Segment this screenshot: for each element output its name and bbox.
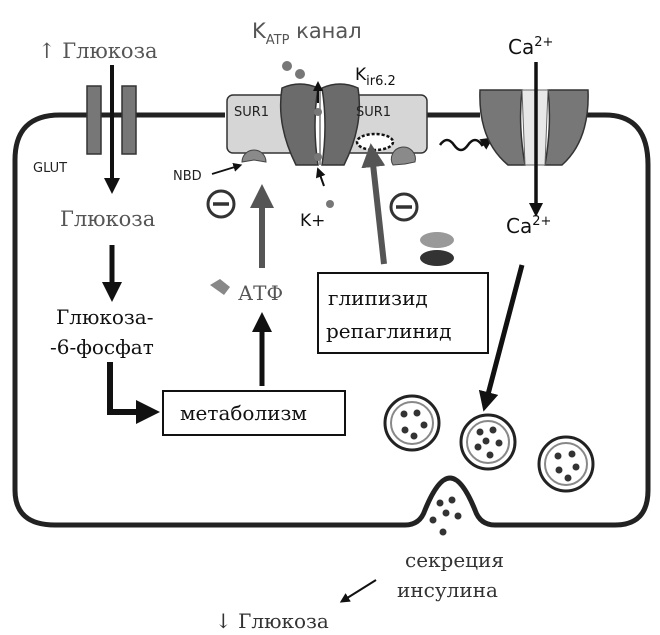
secretion-label-line1: секреция [405,548,504,572]
secretion-label-line2: инсулина [397,578,498,602]
g6p-to-metabolism-arrow [110,362,148,412]
sulfonylurea-binding-site [357,134,393,150]
drug-pill-dark [420,250,454,266]
g6p-label-line1: Глюкоза- [56,305,154,329]
drug-to-sur1-arrow [372,155,384,264]
insulin-vesicle [461,415,515,469]
k-plus-label: K+ [300,211,325,231]
atp-label: АТФ [238,281,283,305]
ca-top-label: Ca2+ [508,35,553,59]
nbd-label: NBD [173,169,202,184]
drug-pill-light [420,232,454,248]
wavy-arrow-icon [440,140,488,150]
insulin-vesicle [385,396,439,450]
glut-label: GLUT [33,161,67,176]
calcium-channel [480,90,588,165]
drug-label-line2: репаглинид [326,319,451,343]
minus-circle-icon [208,191,234,217]
glucose-out-label: ↓ Глюкоза [215,609,329,633]
exocytosis-granules [430,497,462,536]
ca-channel-right [545,90,588,165]
insulin-vesicle [539,437,593,491]
katp-channel-label: KATP канал [252,19,362,48]
sur1-right-label: SUR1 [356,105,391,120]
k-entry-arrow [319,172,324,186]
nbd-pointer [212,166,238,174]
sur1-left-label: SUR1 [234,105,269,120]
g6p-label-line2: -6-фосфат [50,335,154,359]
metabolism-label: метаболизм [180,401,307,425]
secretion-to-glucose-arrow [344,580,376,600]
ca-channel-left [480,90,525,165]
glucose-inside-label: Глюкоза [60,207,155,231]
calcium-to-vesicles-arrow [486,265,522,402]
kir-label: Kir6.2 [355,65,396,89]
minus-circle-icon [391,194,417,220]
katp-channel [227,84,427,165]
drug-label-line1: глипизид [328,286,428,310]
glucose-in-label: ↑ Глюкоза [38,39,158,63]
atp-molecule-icon [210,279,230,295]
ca-bottom-label: Ca2+ [506,214,551,238]
